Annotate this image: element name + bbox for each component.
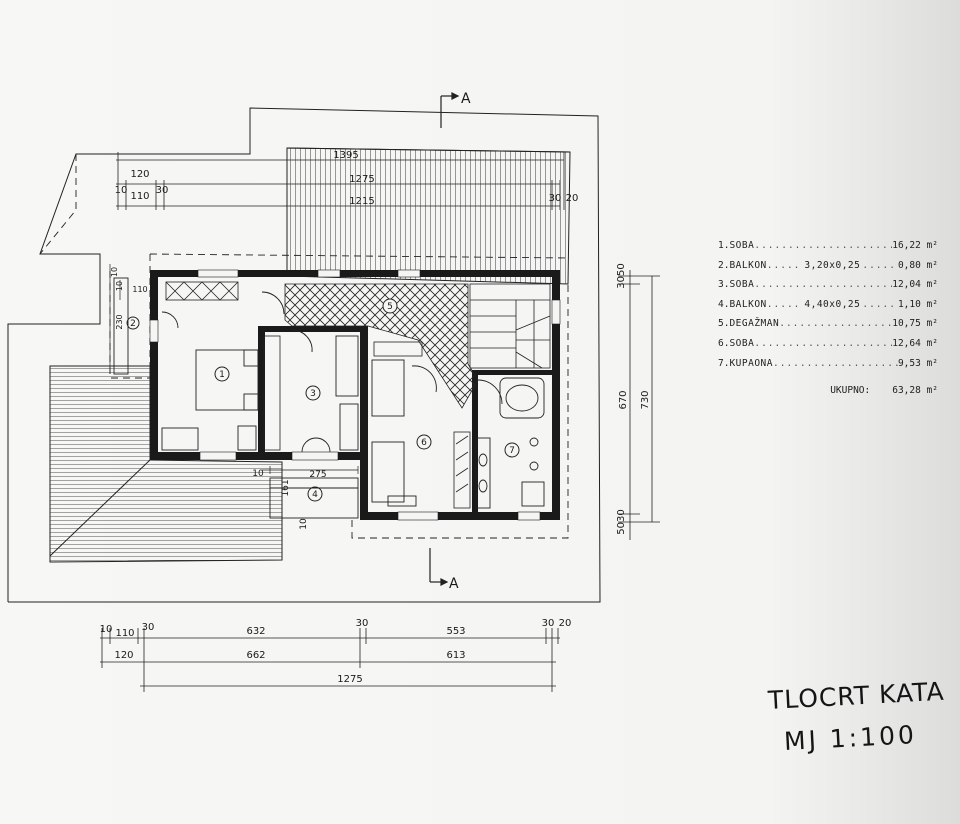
room1-furniture [161,291,285,451]
dim-right-730: 730 [640,390,651,409]
room3-furniture [291,329,359,453]
room-row-2: 2. BALKON 3,20x0,25 0,80 m² [718,256,938,276]
dim-bottom-632: 632 [246,626,265,637]
marker-room-6: 6 [421,438,427,448]
dim-bottom-20: 20 [559,618,572,629]
roof-top [286,147,571,285]
marker-room-3: 3 [310,389,316,399]
section-marker-bottom [429,548,449,586]
dim-balcony4-275: 275 [309,470,326,480]
dim-right-670: 670 [618,390,629,409]
marker-room-1: 1 [219,370,225,380]
room-row-7: 7. KUPAONA 9,53 m² [718,354,938,374]
room-markers: 1 2 3 4 5 6 7 [126,298,520,502]
dim-top-1275: 1275 [349,174,374,185]
dims-right [618,270,660,540]
bathroom-fixtures [475,377,545,509]
dim-bottom-110: 110 [115,628,134,639]
marker-room-5: 5 [387,302,393,312]
hallway-tiles [284,283,479,409]
room-row-4: 4. BALKON 4,40x0,25 1,10 m² [718,295,938,315]
dim-bottom-10: 10 [100,624,113,635]
dim-bottom-553: 553 [446,626,465,637]
dim-balcony4-10b: 10 [299,518,309,530]
section-label-top: A [461,91,471,107]
dim-balcony4-161: 161 [281,479,291,496]
building-walls [149,269,561,521]
dim-right-5030: 5030 [616,509,627,534]
dim-bottom-120: 120 [114,650,133,661]
marker-room-2: 2 [130,319,136,329]
total-label: UKUPNO: [830,385,871,397]
dim-bottom-30a: 30 [142,622,155,633]
dim-top-30-right: 30 [549,193,562,204]
dims-left [109,264,121,374]
dim-left-10a: 10 [110,267,119,277]
staircase [469,283,551,369]
dim-top-10: 10 [115,185,128,196]
marker-room-7: 7 [509,446,515,456]
dim-bottom-613: 613 [446,650,465,661]
dim-top-120: 120 [130,169,149,180]
dims-bottom [100,628,560,692]
dim-bottom-30c: 30 [542,618,555,629]
total-area: 63,28 m² [892,385,938,397]
dim-top-20-right: 20 [566,193,579,204]
room-row-6: 6. SOBA 12,64 m² [718,334,938,354]
dim-top-30: 30 [156,185,169,196]
dim-right-3050: 3050 [616,263,627,288]
room6-furniture [371,359,437,507]
dim-left-10b: 10 [115,281,124,291]
dim-top-1215: 1215 [349,196,374,207]
room-row-3: 3. SOBA 12,04 m² [718,275,938,295]
total-row: UKUPNO: 63,28 m² [718,381,938,401]
dim-bottom-662: 662 [246,650,265,661]
dim-bottom-30b: 30 [356,618,369,629]
dim-balcony4-10a: 10 [252,469,264,479]
room-row-5: 5. DEGAŽMAN 10,75 m² [718,314,938,334]
dims-top [116,152,565,210]
drawing-scale: MJ 1:100 [783,720,918,756]
section-label-bottom: A [449,576,459,592]
dims-balcony4-lines [262,466,359,474]
roof-left [49,365,283,563]
wardrobes [165,281,471,509]
dim-left-230: 230 [115,314,124,329]
balcony-4 [269,477,359,519]
room-schedule: 1. SOBA 16,22 m² 2. BALKON 3,20x0,25 0,8… [718,236,938,401]
dim-top-110: 110 [130,191,149,202]
dim-top-1395: 1395 [333,150,358,161]
dim-left-110: 110 [132,285,147,294]
title-block: TLOCRT KATA MJ 1:100 [767,677,948,756]
marker-room-4: 4 [312,490,318,500]
room-row-1: 1. SOBA 16,22 m² [718,236,938,256]
section-marker-top [440,92,460,128]
dim-bottom-1275: 1275 [337,674,362,685]
